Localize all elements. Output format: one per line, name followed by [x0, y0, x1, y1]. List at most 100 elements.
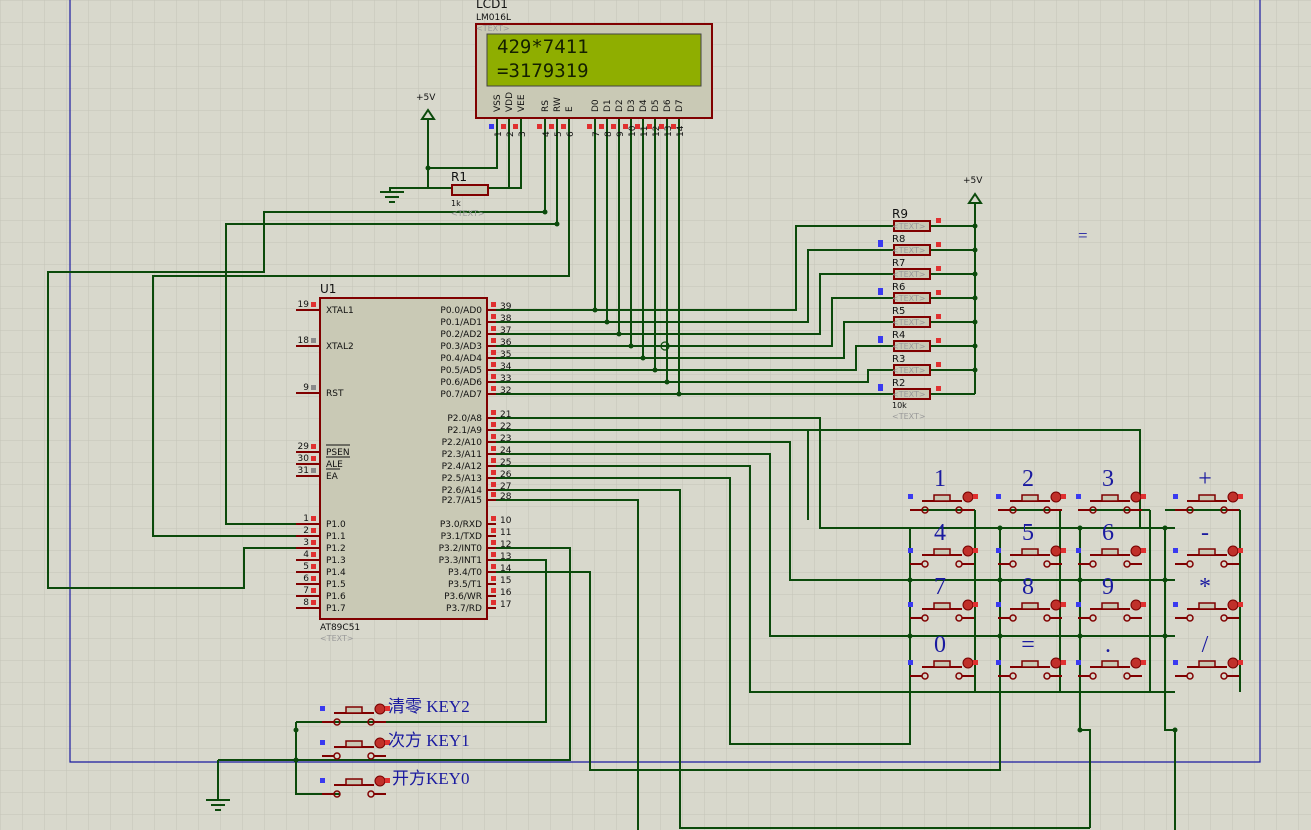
rpack-text-tag: <TEXT>: [892, 294, 926, 303]
side-key-label: 清零 KEY2: [388, 697, 470, 716]
mcu-pin-number: 30: [298, 454, 310, 464]
push-button[interactable]: [320, 737, 390, 760]
pin-marker: [996, 660, 1001, 665]
push-button[interactable]: [1173, 657, 1243, 680]
junction-dot: [972, 367, 978, 373]
pin-marker: [491, 374, 496, 379]
pin-marker: [671, 124, 676, 129]
mcu-pin-name: P3.7/RD: [446, 604, 482, 614]
push-button[interactable]: [1076, 657, 1146, 680]
pin-marker: [908, 660, 913, 665]
keypad-label: .: [1105, 632, 1111, 658]
junction-dot: [640, 355, 646, 361]
button-cap: [1101, 660, 1119, 668]
mcu-pin-number: 1: [303, 514, 309, 524]
resistor-pack[interactable]: 10k <TEXT> R9<TEXT>R8<TEXT>R7<TEXT>R6<TE…: [878, 207, 941, 421]
junction-dot: [592, 307, 598, 313]
pin-marker: [491, 588, 496, 593]
mcu-pin-name: P3.0/RXD: [440, 520, 482, 530]
push-button[interactable]: [908, 545, 978, 568]
mcu-pin-number: 25: [500, 458, 511, 468]
mcu-pin-name: P0.2/AD2: [440, 330, 482, 340]
button-cap: [933, 494, 951, 502]
push-button[interactable]: [320, 703, 390, 726]
pin-marker: [311, 302, 316, 307]
pin-marker: [311, 588, 316, 593]
button-indicator: [1227, 545, 1239, 557]
pin-marker: [936, 338, 941, 343]
mcu-pin-name: P3.3/INT1: [439, 556, 482, 566]
junction-dot: [616, 331, 622, 337]
push-button[interactable]: [1076, 491, 1146, 514]
pin-marker: [1061, 548, 1066, 553]
mcu-pin-name: P3.2/INT0: [439, 544, 483, 554]
push-button[interactable]: [908, 491, 978, 514]
mcu-pin-name: P0.1/AD1: [440, 318, 482, 328]
junction-dot: [972, 319, 978, 325]
push-button[interactable]: [1076, 545, 1146, 568]
keypad-label: =: [1021, 632, 1035, 658]
rpack-resistor: [893, 268, 931, 280]
power-label-2: +5V: [963, 176, 983, 186]
resistor-r1[interactable]: R1 1k <TEXT>: [451, 170, 489, 218]
push-button[interactable]: [908, 657, 978, 680]
junction-dot: [628, 343, 634, 349]
ground-symbol: [206, 799, 230, 811]
junction-dot: [425, 165, 431, 171]
push-button[interactable]: [996, 545, 1066, 568]
mcu-pin-name: P1.4: [326, 568, 346, 578]
pin-marker: [491, 314, 496, 319]
lcd-model: LM016L: [476, 13, 511, 23]
mcu-pin-name: P0.6/AD6: [440, 378, 482, 388]
push-button[interactable]: [1173, 491, 1243, 514]
button-indicator: [374, 775, 386, 787]
pin-marker: [320, 740, 325, 745]
button-cap: [1021, 548, 1039, 556]
rpack-resistor: [893, 316, 931, 328]
pin-marker: [491, 540, 496, 545]
pin-marker: [635, 124, 640, 129]
junction-dot: [1172, 727, 1178, 733]
mcu-pin-number: 3: [303, 538, 309, 548]
mcu-pin-number: 8: [303, 598, 309, 608]
junction-dot: [542, 209, 548, 215]
push-button[interactable]: [996, 491, 1066, 514]
push-button[interactable]: [1173, 599, 1243, 622]
mcu-at89c51[interactable]: U1 AT89C51 <TEXT> 19XTAL118XTAL29RST29PS…: [296, 282, 512, 643]
push-button[interactable]: [1076, 599, 1146, 622]
rpack-resistor: [893, 388, 931, 400]
junction-dot: [907, 577, 913, 583]
mcu-pin-name: P2.5/A13: [442, 474, 482, 484]
pin-marker: [491, 422, 496, 427]
pin-marker: [1173, 660, 1178, 665]
push-button[interactable]: [320, 775, 390, 798]
push-button[interactable]: [996, 599, 1066, 622]
mcu-pin-number: 24: [500, 446, 512, 456]
lcd-module[interactable]: 429*7411 =3179319 LCD1 LM016L <TEXT> VSS…: [475, 0, 713, 137]
wire: [296, 547, 571, 761]
mcu-pin-name: P1.3: [326, 556, 346, 566]
pin-marker: [973, 660, 978, 665]
keypad-label: 5: [1022, 520, 1034, 546]
mcu-pin-name: P2.6/A14: [442, 486, 483, 496]
mcu-pin-number: 19: [298, 300, 310, 310]
mcu-pin-name: P1.0: [326, 520, 346, 530]
pin-marker: [936, 362, 941, 367]
mcu-pin-name: P2.2/A10: [442, 438, 483, 448]
junction-dot: [1162, 525, 1168, 531]
keypad-label: 2: [1022, 466, 1034, 492]
push-button[interactable]: [908, 599, 978, 622]
mcu-model: AT89C51: [320, 623, 360, 633]
lcd-pin-number: 7: [592, 131, 602, 137]
push-button[interactable]: [1173, 545, 1243, 568]
mcu-pin-number: 9: [303, 383, 309, 393]
side-key-label: 次方 KEY1: [388, 731, 470, 750]
junction-dot: [997, 525, 1003, 531]
button-indicator: [1050, 599, 1062, 611]
push-button[interactable]: [996, 657, 1066, 680]
mcu-pin-number: 4: [303, 550, 309, 560]
lcd-text-tag: <TEXT>: [476, 24, 510, 33]
power-label-1: +5V: [416, 93, 436, 103]
pin-marker: [320, 706, 325, 711]
pin-marker: [1076, 548, 1081, 553]
